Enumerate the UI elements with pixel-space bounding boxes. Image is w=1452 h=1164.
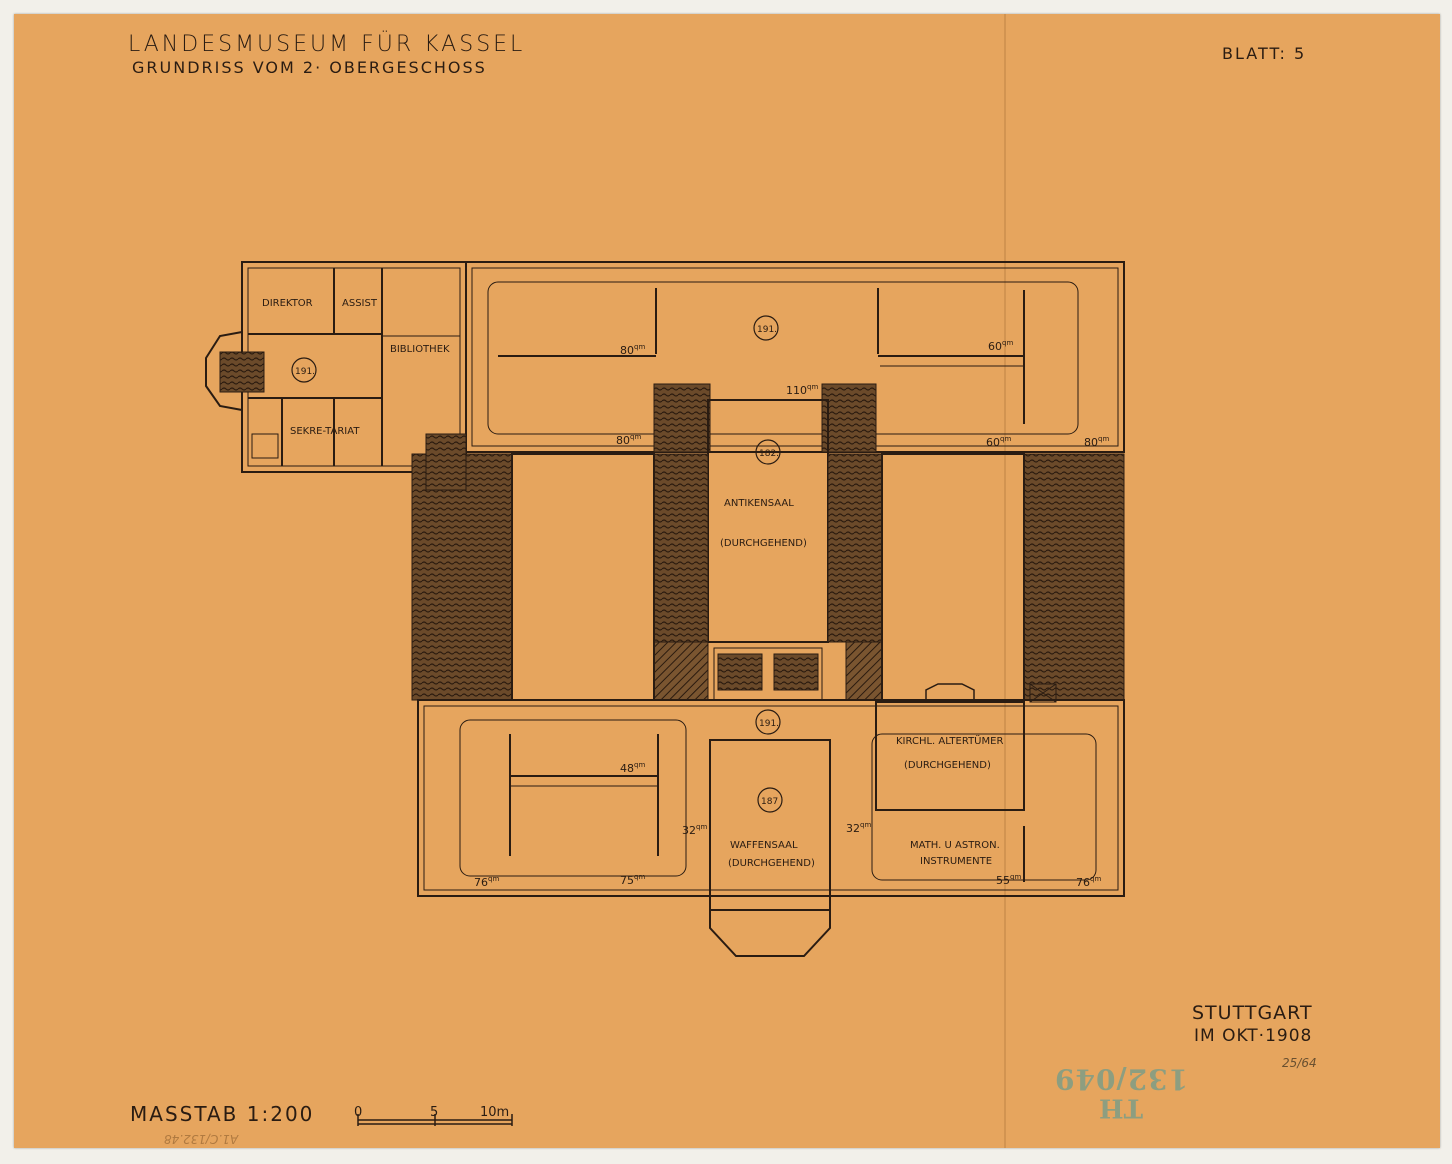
- room-number-north: 191.: [757, 325, 777, 335]
- area-nw-top: 80qm: [620, 343, 645, 357]
- room-kirchl-note: (DURCHGEHEND): [904, 760, 991, 771]
- west-stair-band: [411, 453, 513, 701]
- room-math: MATH. U ASTRON.: [910, 840, 1000, 851]
- room-direktor: DIREKTOR: [262, 298, 313, 309]
- area-sw-right: 75qm: [620, 873, 645, 887]
- west-courtyard: [511, 453, 655, 701]
- room-number-vestibule: 191.: [759, 719, 779, 729]
- scale-bar: [357, 1114, 513, 1126]
- room-math-sub: INSTRUMENTE: [920, 856, 992, 867]
- floor-plan: 0 5 10m: [205, 261, 1125, 1126]
- room-bibliothek: BIBLIOTHEK: [390, 344, 450, 355]
- area-sw-mid: 48qm: [620, 761, 645, 775]
- pencil-note: 25/64: [1282, 1056, 1317, 1070]
- area-ne-bottom-b: 80qm: [1084, 435, 1109, 449]
- area-ne-bottom-a: 60qm: [986, 435, 1011, 449]
- area-sw-left: 76qm: [474, 875, 499, 889]
- room-sekretariat: SEKRE-TARIAT: [290, 426, 360, 437]
- drawing-title: LANDESMUSEUM FÜR KASSEL: [128, 32, 526, 57]
- antikensaal-outline: [707, 399, 829, 643]
- east-stair-band: [1023, 453, 1125, 701]
- sheet-number: BLATT: 5: [1222, 44, 1307, 63]
- drawing-sheet: LANDESMUSEUM FÜR KASSEL GRUNDRISS VOM 2·…: [14, 14, 1440, 1148]
- north-wing-outline: [465, 261, 1125, 453]
- waffensaal-apse: [709, 910, 831, 957]
- room-waffensaal-note: (DURCHGEHEND): [728, 858, 815, 869]
- east-courtyard: [881, 453, 1025, 701]
- room-number-waffen: 187: [761, 797, 778, 807]
- room-antikensaal: ANTIKENSAAL: [724, 498, 794, 509]
- scale-tick-5: 5: [430, 1105, 438, 1120]
- room-waffensaal: WAFFENSAAL: [730, 840, 798, 851]
- scale-tick-10: 10m: [480, 1105, 509, 1120]
- room-number-antiken: 182.: [759, 449, 779, 459]
- scale-tick-0: 0: [354, 1105, 362, 1120]
- room-kirchl: KIRCHL. ALTERTÜMER: [896, 734, 1003, 747]
- scale-label: MASSTAB 1:200: [130, 1102, 315, 1126]
- room-antikensaal-note: (DURCHGEHEND): [720, 538, 807, 549]
- area-se-left: 55qm: [996, 873, 1021, 887]
- area-ne-top: 60qm: [988, 339, 1013, 353]
- room-number-office: 191.: [295, 367, 315, 377]
- area-sw-corridor: 32qm: [682, 823, 707, 837]
- place-label: STUTTGART: [1192, 1002, 1313, 1024]
- drawing-subtitle: GRUNDRISS VOM 2· OBERGESCHOSS: [132, 58, 487, 77]
- area-se-corridor: 32qm: [846, 821, 871, 835]
- area-nw-bottom: 80qm: [616, 433, 641, 447]
- date-label: IM OKT·1908: [1194, 1026, 1313, 1046]
- south-wing-outline: [417, 699, 1125, 897]
- west-stair-bay: [205, 331, 243, 411]
- area-center: 110qm: [786, 383, 818, 397]
- paper-fold: [1004, 14, 1006, 1148]
- room-assist: ASSIST: [342, 298, 378, 309]
- area-se-right: 76qm: [1076, 875, 1101, 889]
